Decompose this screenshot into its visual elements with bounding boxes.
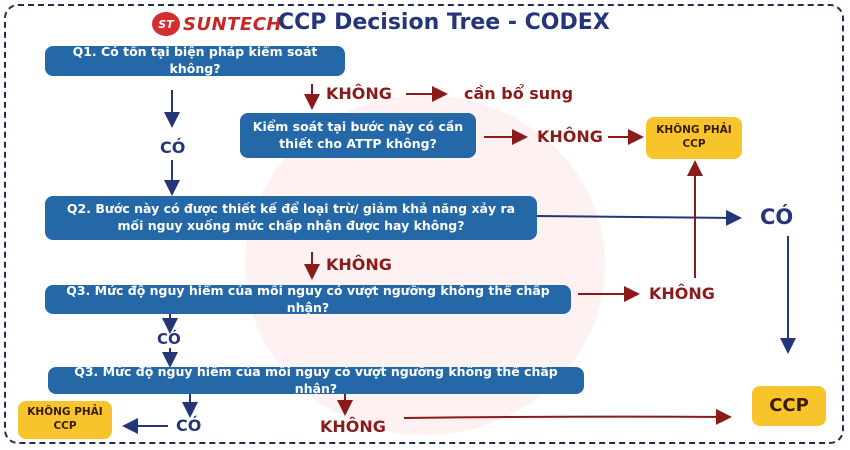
question-control-needed: Kiểm soát tại bước này có cần thiết cho …	[240, 113, 476, 158]
logo-badge: ST	[152, 12, 180, 36]
label-q2-no: KHÔNG	[326, 255, 392, 274]
label-q3a-no: KHÔNG	[649, 284, 715, 303]
label-q3a-yes: CÓ	[157, 330, 181, 348]
question-q2: Q2. Bước này có được thiết kế để loại tr…	[45, 196, 537, 240]
question-q3-second: Q3. Mức độ nguy hiểm của mối nguy có vượ…	[48, 364, 584, 396]
terminal-ccp: CCP	[752, 386, 826, 426]
question-q3-first: Q3. Mức độ nguy hiểm của mối nguy có vượ…	[45, 283, 571, 315]
label-q2-yes: CÓ	[760, 205, 794, 229]
terminal-not-ccp-bottom: KHÔNG PHẢI CCP	[18, 401, 112, 439]
terminal-not-ccp-top: KHÔNG PHẢI CCP	[646, 117, 742, 159]
arrow-q2-yes	[535, 209, 742, 226]
label-q3b-no: KHÔNG	[320, 417, 386, 436]
label-q1-no: KHÔNG	[326, 84, 392, 103]
label-q1-yes: CÓ	[160, 138, 186, 157]
logo-text: SUNTECH	[183, 13, 282, 35]
suntech-logo: ST SUNTECH	[152, 12, 282, 36]
label-q3b-yes: CÓ	[176, 416, 202, 435]
question-q1: Q1. Có tồn tại biện pháp kiểm soát không…	[45, 44, 345, 76]
label-sub-no: KHÔNG	[537, 127, 603, 146]
page-title: CCP Decision Tree - CODEX	[278, 10, 610, 35]
arrow-to-ccp	[403, 408, 732, 425]
label-need-add: cần bổ sung	[464, 84, 574, 103]
diagram-frame	[4, 4, 844, 444]
